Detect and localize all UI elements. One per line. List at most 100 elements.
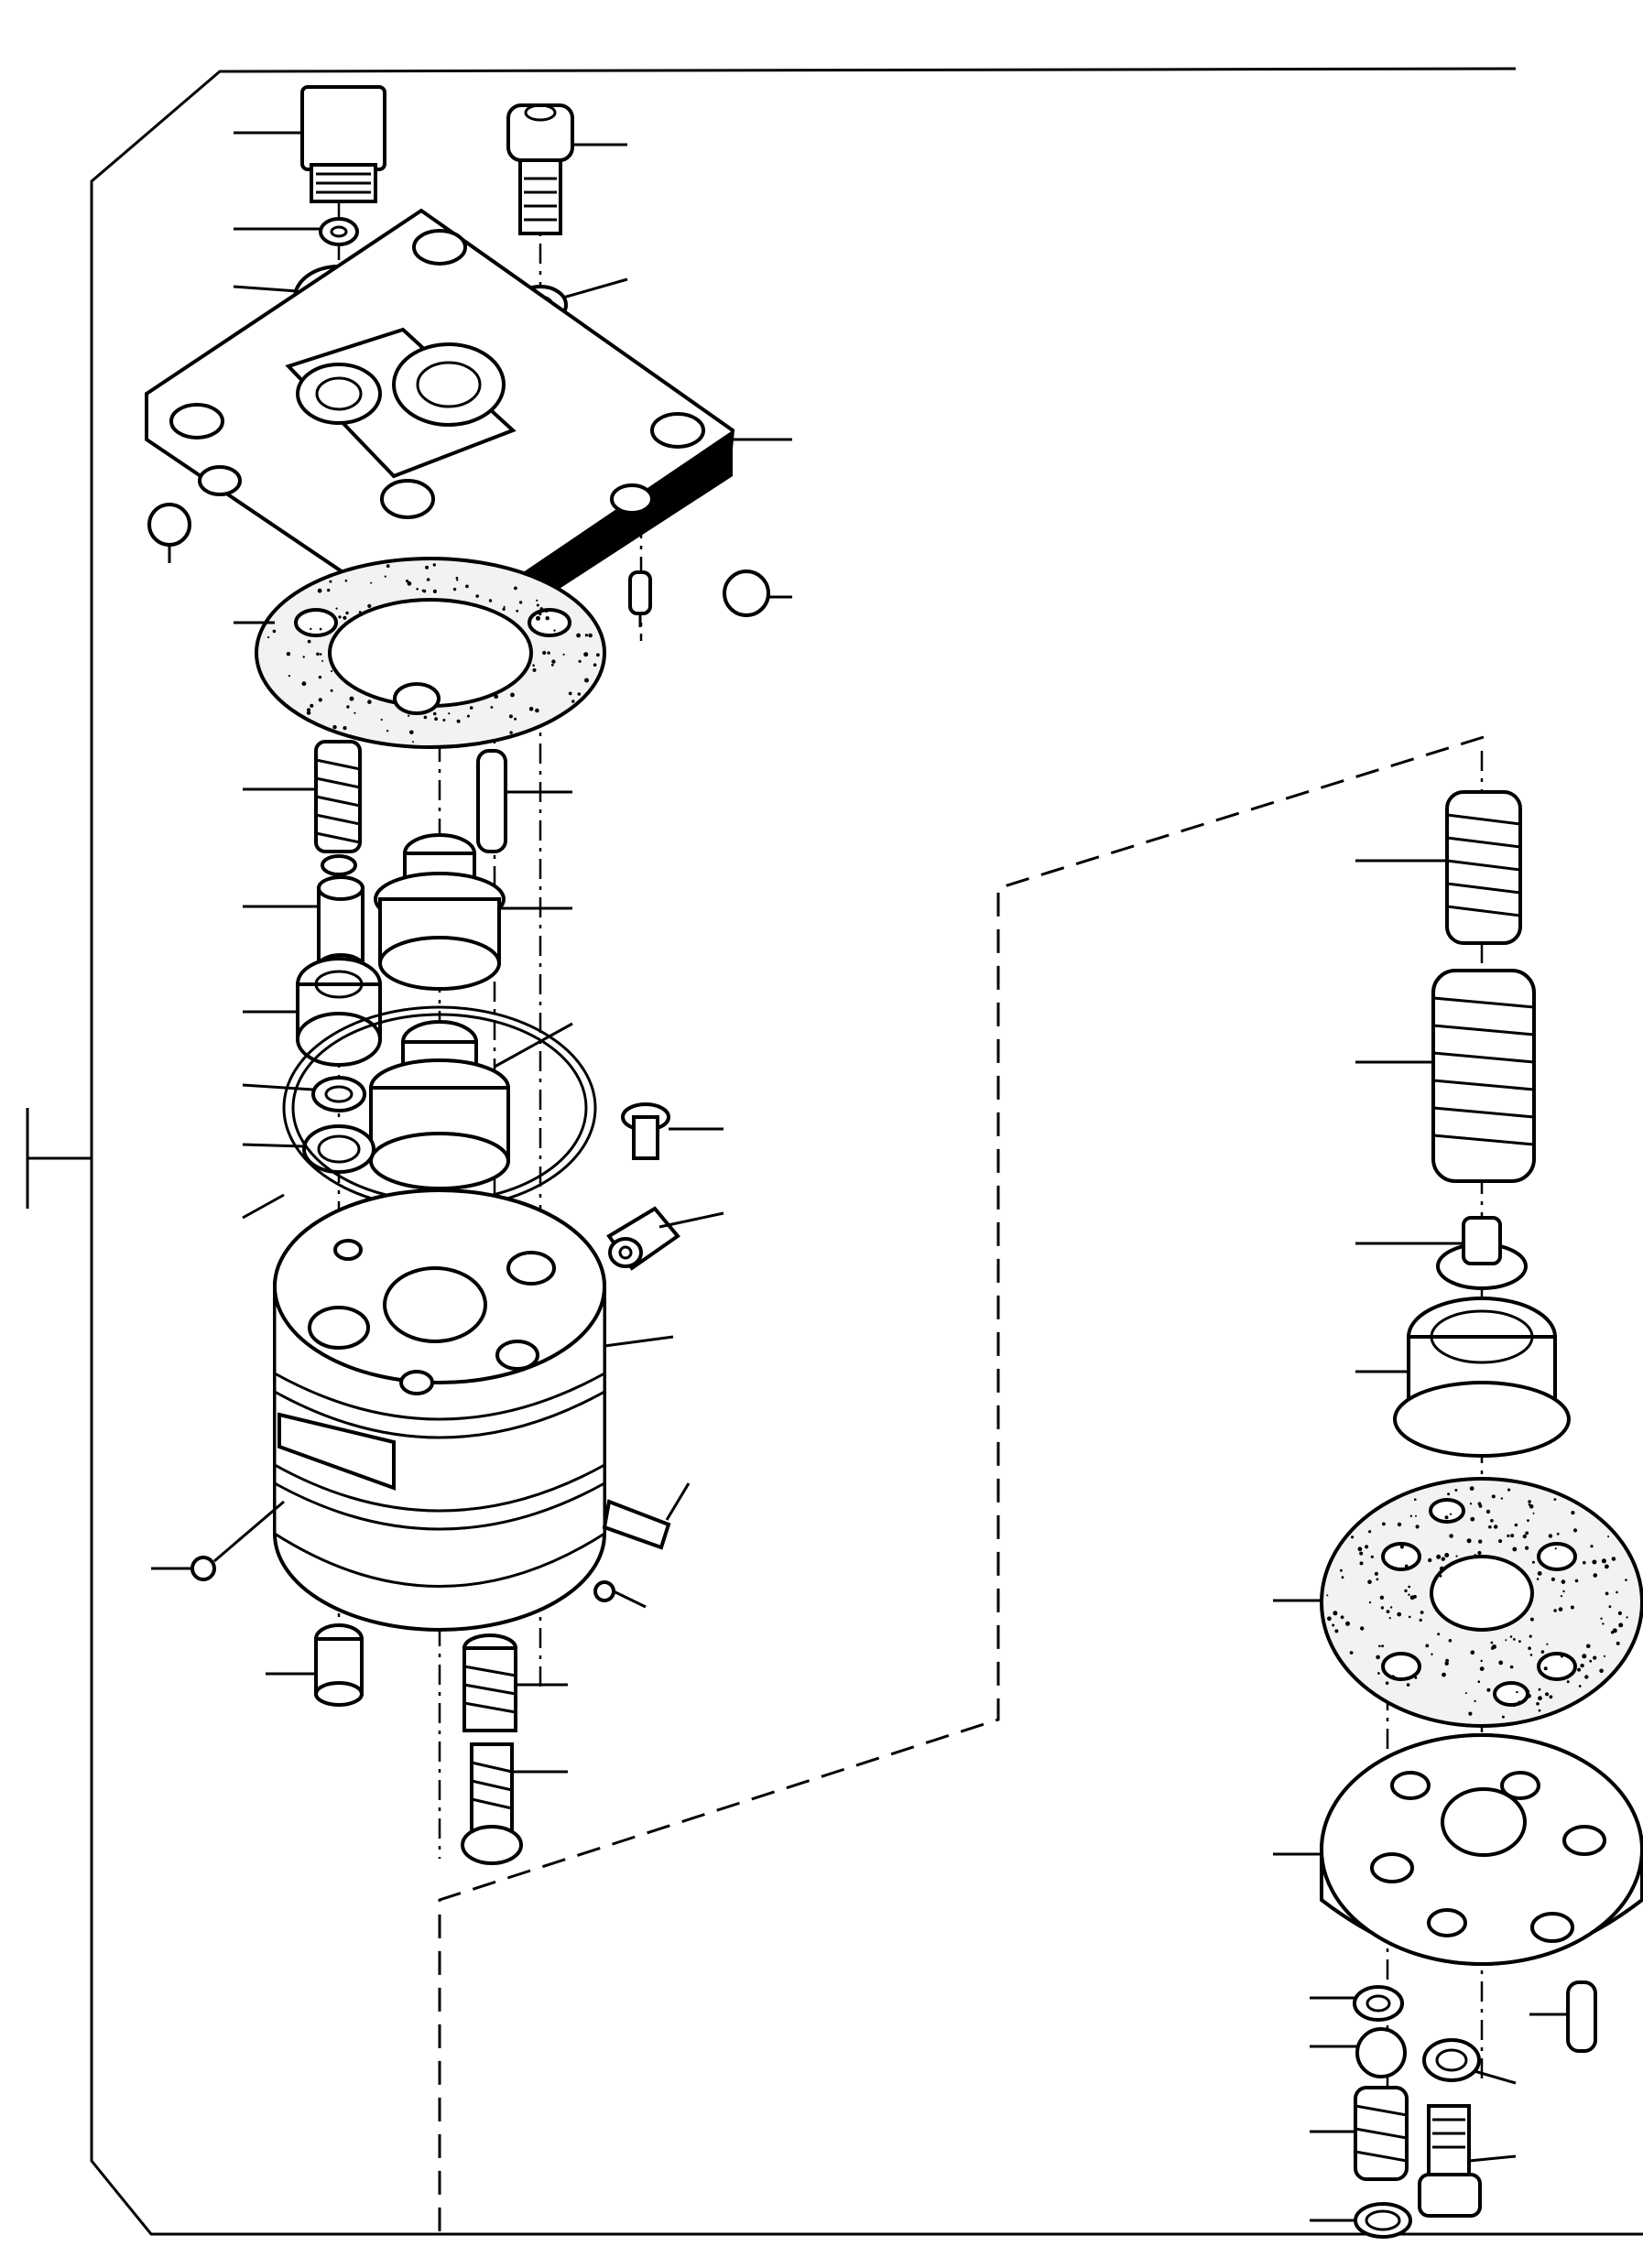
gasket-speck — [384, 575, 386, 578]
gasket-speck — [1538, 1687, 1541, 1691]
gasket-speck — [1414, 1498, 1417, 1501]
gasket-speck — [1578, 1685, 1582, 1687]
gasket-speck — [1474, 1699, 1476, 1703]
gasket-speck — [1447, 1492, 1451, 1496]
gasket-speck — [1600, 1617, 1603, 1620]
gasket-speck — [1501, 1715, 1505, 1719]
gasket-speck — [503, 605, 506, 609]
gasket-speck — [1439, 1574, 1442, 1578]
gasket-speck — [1538, 1696, 1542, 1701]
washer-a-part — [1310, 1985, 1404, 2022]
gasket-speck — [1388, 1617, 1391, 1620]
gasket-speck — [354, 711, 356, 714]
gasket-speck — [331, 669, 333, 673]
gasket-speck — [502, 607, 506, 612]
gasket-speck — [583, 652, 589, 657]
gasket-texture — [267, 563, 600, 743]
gasket-speck — [1380, 1606, 1385, 1610]
gasket-speck — [1518, 1640, 1521, 1644]
gasket-texture — [1326, 1486, 1628, 1719]
gasket-speck — [1525, 1531, 1529, 1536]
gasket-speck — [508, 714, 513, 719]
gasket-speck — [1518, 1700, 1522, 1705]
gasket-speck — [1528, 1500, 1531, 1503]
gasket-speck — [1540, 1650, 1545, 1654]
gasket-speck — [1367, 1579, 1372, 1584]
gasket-speck — [301, 681, 307, 687]
small-washer-part — [234, 217, 359, 246]
gasket-speck — [1532, 1512, 1535, 1514]
gasket-speck — [568, 691, 572, 696]
ring-part — [1422, 2038, 1517, 2085]
gasket-speck — [1513, 1638, 1516, 1641]
gasket-speck — [1428, 1557, 1432, 1563]
spring-part — [243, 740, 362, 853]
gasket-speck — [466, 714, 470, 718]
gasket-speck — [1529, 1654, 1533, 1656]
gasket-speck — [1415, 1514, 1417, 1517]
gasket-speck — [267, 635, 270, 639]
gasket-speck — [1527, 1519, 1529, 1522]
gasket-speck — [1605, 1591, 1609, 1596]
gasket-speck — [1488, 1525, 1492, 1529]
gasket-speck — [1610, 1631, 1615, 1634]
outer-spring-part — [1355, 790, 1522, 945]
gasket-speck — [1607, 1536, 1610, 1538]
gasket-speck — [1340, 1615, 1344, 1620]
gasket-speck — [551, 659, 556, 664]
gasket-speck — [1349, 1651, 1354, 1655]
gasket-speck — [1444, 1661, 1449, 1666]
gasket-speck — [1376, 1655, 1380, 1660]
circlip-part — [1310, 2202, 1412, 2239]
gasket-speck — [1599, 1668, 1604, 1674]
gasket-speck — [514, 717, 517, 721]
gasket-speck — [344, 579, 348, 582]
gasket-speck — [1408, 1593, 1410, 1596]
gasket-speck — [1419, 1618, 1422, 1622]
gasket-speck — [494, 694, 498, 700]
gasket-speck — [408, 714, 410, 717]
gasket-speck — [1409, 1514, 1413, 1518]
gasket-speck — [1556, 1532, 1560, 1536]
gasket-speck — [426, 578, 430, 581]
gasket-speck — [302, 656, 305, 658]
gasket-speck — [319, 653, 322, 656]
gasket-speck — [1560, 1595, 1563, 1598]
gasket-speck — [1444, 1553, 1450, 1557]
gasket-speck — [545, 616, 549, 621]
gasket-speck — [545, 609, 549, 613]
gasket-speck — [1551, 1577, 1555, 1581]
gasket-speck — [536, 599, 539, 602]
gasket-speck — [1593, 1573, 1598, 1578]
gasket-speck — [1566, 1680, 1570, 1684]
gasket-speck — [1442, 1672, 1446, 1677]
dowel-part — [602, 1482, 691, 1550]
gasket-speck — [1521, 1572, 1525, 1575]
plunger-tip-part — [374, 833, 572, 991]
gasket-speck — [584, 634, 589, 637]
gasket-speck — [1333, 1611, 1338, 1616]
gasket-speck — [1528, 1503, 1531, 1506]
gasket-speck — [1538, 1709, 1541, 1712]
ball-left-part — [147, 503, 191, 563]
gasket-speck — [1478, 1504, 1483, 1508]
gasket-speck — [1448, 1639, 1453, 1643]
gasket-speck — [416, 588, 419, 591]
gasket-speck — [1436, 1554, 1442, 1559]
gasket-speck — [562, 653, 565, 656]
gasket-speck — [490, 706, 494, 709]
gasket-speck — [1546, 1643, 1549, 1645]
gasket-speck — [535, 708, 539, 713]
gasket-speck — [442, 719, 446, 722]
gasket-speck — [409, 730, 414, 735]
spring-seat-part — [1355, 1216, 1528, 1290]
o-ring-part — [242, 1124, 375, 1174]
gasket-speck — [1516, 1690, 1518, 1694]
gasket-speck — [1611, 1557, 1616, 1561]
gasket-speck — [448, 712, 451, 715]
gasket-speck — [1374, 1571, 1378, 1576]
gasket-speck — [330, 689, 333, 692]
gasket-speck — [1340, 1568, 1343, 1572]
gasket-speck — [343, 615, 347, 620]
gasket-speck — [578, 659, 582, 663]
